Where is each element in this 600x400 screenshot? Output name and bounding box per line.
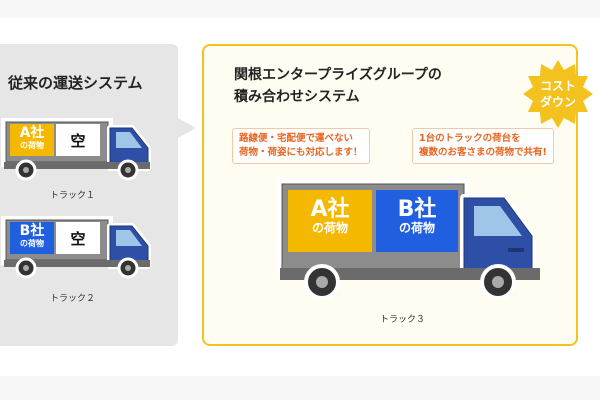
- conventional-system-title: 従来の運送システム: [8, 74, 143, 92]
- truck-3-cargo-a: [288, 190, 372, 252]
- truck-3-label: トラック３: [380, 315, 426, 325]
- truck-3-cargo-a-label: A社 の荷物: [310, 197, 350, 236]
- arrow-pointer: [178, 118, 196, 138]
- truck-2-empty-label: 空: [70, 230, 86, 248]
- truck-1-cargo-a-label: A社 の荷物: [19, 125, 45, 151]
- truck-1-label: トラック１: [50, 191, 96, 201]
- truck-1-cargo-a: [10, 124, 54, 156]
- cost-down-badge: コスト ダウン: [522, 58, 594, 130]
- conventional-system-panel: [0, 44, 178, 346]
- combined-system-title: 関根エンタープライズグループの 積み合わせシステム: [234, 67, 442, 105]
- truck-1-empty-label: 空: [70, 132, 86, 150]
- starburst-icon: [523, 60, 593, 128]
- badge-line-2: ダウン: [539, 95, 576, 109]
- truck-2-cargo-b-label: B社 の荷物: [19, 223, 45, 249]
- truck-1-empty-space: [56, 124, 100, 156]
- truck-3-cargo-b-label: B社 の荷物: [397, 197, 437, 236]
- badge-line-1: コスト: [539, 79, 576, 93]
- truck-2-label: トラック２: [50, 294, 96, 304]
- truck-3-cargo-b: [376, 190, 458, 252]
- truck-2-empty-space: [56, 222, 100, 254]
- note-shared-bed: 1台のトラックの荷台を 複数のお客さまの荷物で共有!: [412, 128, 554, 164]
- note-unusual-cargo: 路線便・宅配便で運べない 荷物・荷姿にも対応します！: [232, 128, 370, 164]
- truck-2-cargo-b: [10, 222, 54, 254]
